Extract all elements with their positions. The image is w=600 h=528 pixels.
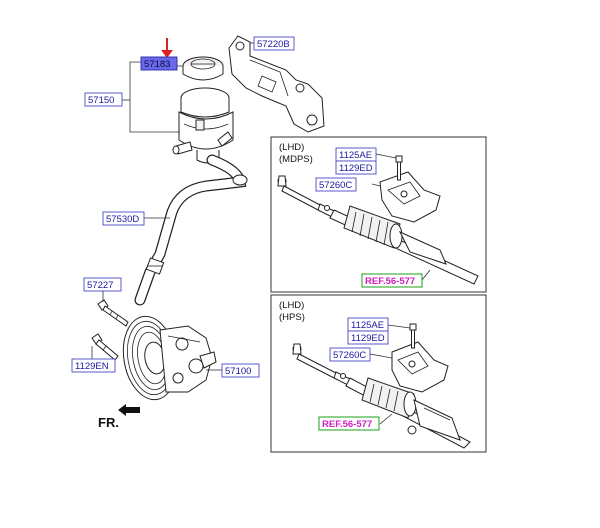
- panel-hps: (LHD) (HPS): [270, 294, 487, 453]
- mdps-label-cover-text: 57260C: [319, 180, 352, 191]
- red-down-arrow-icon: [161, 38, 173, 58]
- bolt-upper: [97, 299, 129, 327]
- mdps-label-bolt-b-text: 1129ED: [339, 163, 373, 174]
- panel-mdps-line2: (MDPS): [279, 154, 313, 165]
- hps-label-bolt-a[interactable]: 1125AE: [347, 317, 389, 332]
- label-hose-text: 57530D: [106, 214, 139, 225]
- mdps-ref-link-text: REF.56-577: [365, 276, 415, 287]
- panel-mdps: (LHD) (MDPS) 11: [270, 136, 487, 293]
- hps-tie-rod: [292, 343, 353, 387]
- forward-arrow-icon: [118, 404, 140, 416]
- reservoir-cap: [182, 56, 224, 81]
- label-cap[interactable]: 57183: [140, 56, 178, 71]
- power-steering-pump: [122, 315, 217, 401]
- label-cap-text: 57183: [144, 59, 170, 70]
- label-bolt-lower-text: 1129EN: [75, 361, 109, 372]
- mdps-label-bolt-a[interactable]: 1125AE: [335, 147, 377, 162]
- mdps-ref-link[interactable]: REF.56-577: [361, 273, 423, 288]
- hps-label-bolt-a-text: 1125AE: [351, 320, 384, 331]
- hps-steering-rack: [345, 377, 471, 449]
- label-pump[interactable]: 57100: [221, 363, 260, 378]
- mdps-label-bolt-b[interactable]: 1129ED: [335, 160, 377, 175]
- suction-hose: [134, 154, 248, 306]
- hps-label-cover-text: 57260C: [333, 350, 366, 361]
- label-bracket-text: 57220B: [257, 39, 290, 50]
- bolt-lower: [91, 333, 119, 361]
- mdps-label-bolt-a-text: 1125AE: [339, 150, 372, 161]
- mdps-heat-shield: [379, 171, 441, 223]
- panel-hps-line1: (LHD): [279, 300, 304, 311]
- hps-label-bolt-b-text: 1129ED: [351, 333, 385, 344]
- label-bracket[interactable]: 57220B: [253, 36, 295, 51]
- direction-label: FR.: [98, 415, 119, 430]
- hps-heat-shield: [391, 341, 449, 393]
- panel-hps-line2: (HPS): [279, 312, 305, 323]
- label-hose[interactable]: 57530D: [102, 211, 145, 226]
- hps-label-bolt-b[interactable]: 1129ED: [347, 330, 389, 345]
- panel-mdps-line1: (LHD): [279, 142, 304, 153]
- label-pump-text: 57100: [225, 366, 251, 377]
- label-reservoir-text: 57150: [88, 95, 114, 106]
- mounting-bracket: [228, 35, 325, 133]
- label-bolt-upper[interactable]: 57227: [83, 277, 122, 292]
- label-reservoir[interactable]: 57150: [84, 92, 123, 107]
- mdps-bolt: [395, 155, 403, 181]
- reservoir-body: [172, 87, 234, 164]
- hps-label-cover[interactable]: 57260C: [329, 347, 371, 362]
- hps-ref-link[interactable]: REF.56-577: [318, 416, 380, 431]
- hps-ref-link-text: REF.56-577: [322, 419, 372, 430]
- mdps-steering-rack: [329, 205, 479, 285]
- label-bolt-upper-text: 57227: [87, 280, 113, 291]
- label-bolt-lower[interactable]: 1129EN: [71, 358, 116, 373]
- mdps-label-cover[interactable]: 57260C: [315, 177, 357, 192]
